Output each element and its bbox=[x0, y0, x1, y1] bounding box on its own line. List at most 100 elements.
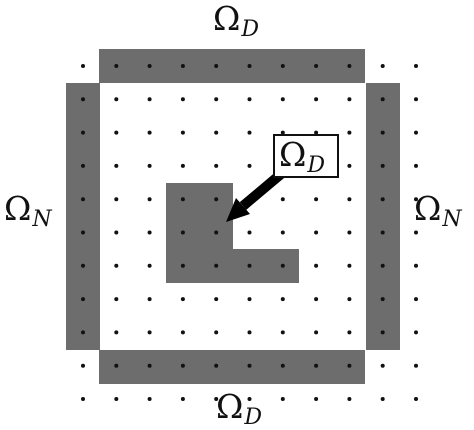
label-subscript: D bbox=[307, 153, 326, 178]
grid-dot bbox=[247, 297, 252, 302]
grid-dot bbox=[280, 130, 285, 135]
label-subscript: N bbox=[442, 207, 462, 232]
grid-dot bbox=[214, 197, 219, 202]
grid-dot bbox=[414, 397, 418, 401]
grid-dot bbox=[81, 363, 85, 368]
label-symbol: Ω bbox=[414, 189, 442, 228]
label-subscript: N bbox=[32, 207, 52, 232]
grid-dot bbox=[347, 297, 352, 302]
grid-dot bbox=[347, 263, 352, 268]
grid-dot bbox=[81, 230, 85, 235]
grid-dot bbox=[314, 130, 319, 135]
grid-dot bbox=[314, 197, 319, 202]
grid-dot bbox=[247, 64, 252, 68]
grid-dot bbox=[114, 197, 119, 202]
grid-dot bbox=[280, 263, 285, 268]
label-subscript: D bbox=[244, 405, 263, 430]
grid-dot bbox=[114, 64, 119, 68]
grid-dot bbox=[280, 363, 285, 368]
grid-dot bbox=[280, 330, 285, 335]
grid-dot bbox=[247, 363, 252, 368]
grid-dot bbox=[380, 197, 385, 202]
grid-dot bbox=[81, 197, 85, 202]
grid-dot bbox=[214, 297, 219, 302]
grid-dot bbox=[380, 64, 385, 68]
grid-dot bbox=[347, 163, 352, 168]
label-symbol: Ω bbox=[213, 0, 241, 38]
grid-dot bbox=[314, 97, 319, 102]
grid-dot bbox=[414, 297, 418, 302]
grid-dot bbox=[380, 97, 385, 102]
grid-dot bbox=[347, 230, 352, 235]
grid-dot bbox=[280, 230, 285, 235]
grid-dot bbox=[114, 163, 119, 168]
inner-l-shaped-dirichlet-region bbox=[166, 183, 299, 283]
label-symbol: Ω bbox=[4, 189, 32, 228]
grid-dot bbox=[147, 97, 152, 102]
grid-dot bbox=[380, 130, 385, 135]
label-subscript: D bbox=[241, 17, 260, 42]
grid-dot bbox=[380, 363, 385, 368]
grid-dot bbox=[81, 263, 85, 268]
grid-dot bbox=[114, 230, 119, 235]
grid-dot bbox=[180, 64, 185, 68]
grid-dot bbox=[214, 330, 219, 335]
grid-dot bbox=[214, 397, 219, 401]
grid-dot bbox=[180, 397, 185, 401]
right-neumann-band bbox=[366, 83, 400, 350]
grid-dot bbox=[414, 64, 418, 68]
grid-dot bbox=[314, 230, 319, 235]
grid-dot bbox=[314, 363, 319, 368]
grid-dot bbox=[180, 230, 185, 235]
grid-dot bbox=[314, 64, 319, 68]
grid-dot bbox=[380, 397, 385, 401]
grid-dot bbox=[280, 297, 285, 302]
grid-dot bbox=[314, 397, 319, 401]
grid-dot bbox=[314, 330, 319, 335]
grid-dot bbox=[214, 263, 219, 268]
grid-dot bbox=[247, 263, 252, 268]
left-neumann-band bbox=[66, 83, 100, 350]
grid-dot bbox=[247, 130, 252, 135]
grid-dot bbox=[180, 130, 185, 135]
grid-dot bbox=[114, 363, 119, 368]
grid-dot bbox=[280, 97, 285, 102]
grid-dot bbox=[280, 397, 285, 401]
grid-dot bbox=[147, 330, 152, 335]
left-boundary-label: ΩN bbox=[4, 192, 52, 231]
grid-dot bbox=[81, 297, 85, 302]
grid-dot bbox=[414, 130, 418, 135]
grid-dot bbox=[114, 330, 119, 335]
grid-dot bbox=[247, 330, 252, 335]
grid-dot bbox=[81, 97, 85, 102]
grid-dot bbox=[114, 130, 119, 135]
arrow bbox=[226, 170, 285, 222]
grid-dot bbox=[347, 197, 352, 202]
bottom-dirichlet-band bbox=[99, 350, 365, 384]
grid-dot bbox=[347, 363, 352, 368]
grid-dot bbox=[147, 197, 152, 202]
grid-dot bbox=[81, 64, 85, 68]
grid-dot bbox=[81, 330, 85, 335]
grid-dot bbox=[414, 363, 418, 368]
grid-dot bbox=[81, 163, 85, 168]
grid-dot bbox=[180, 97, 185, 102]
grid-dot bbox=[214, 363, 219, 368]
grid-dot bbox=[380, 330, 385, 335]
grid-dot bbox=[147, 397, 152, 401]
grid-dot bbox=[214, 97, 219, 102]
grid-dot bbox=[347, 397, 352, 401]
grid-dot bbox=[214, 230, 219, 235]
grid-dot bbox=[147, 64, 152, 68]
grid-dot bbox=[414, 197, 418, 202]
grid-dot bbox=[414, 263, 418, 268]
grid-dot bbox=[380, 230, 385, 235]
grid-dot bbox=[347, 97, 352, 102]
label-symbol: Ω bbox=[279, 135, 307, 174]
right-boundary-label: ΩN bbox=[414, 192, 462, 231]
grid-dot bbox=[180, 263, 185, 268]
grid-dot bbox=[414, 163, 418, 168]
grid-dot bbox=[180, 330, 185, 335]
grid-dot bbox=[314, 263, 319, 268]
grid-dot bbox=[114, 297, 119, 302]
